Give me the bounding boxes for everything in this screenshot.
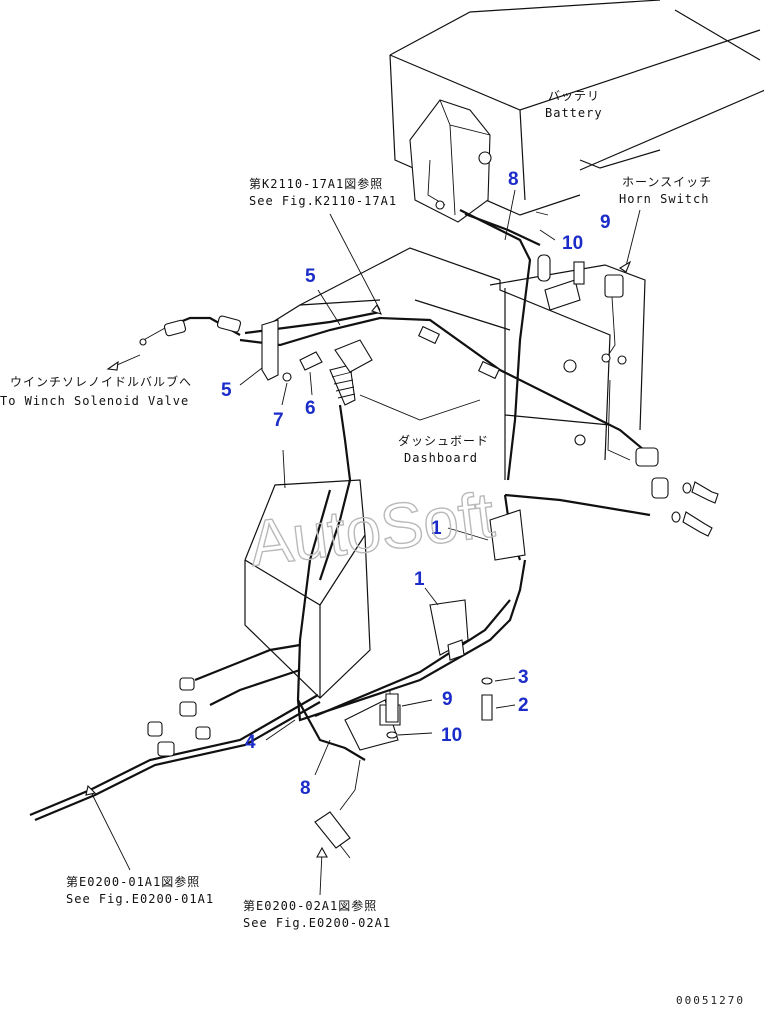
callout-8-top: 8 [508, 169, 519, 190]
callout-9-low: 9 [442, 689, 453, 710]
callout-10-low: 10 [441, 725, 462, 746]
lower-harness [296, 489, 527, 761]
drawing-code: 00051270 [676, 994, 745, 1007]
callout-8-low: 8 [300, 778, 311, 799]
ref-k2110-label-jp: 第K2110-17A1図参照 [249, 176, 383, 191]
callout-2: 2 [518, 695, 529, 716]
ref-e0200-01-label-jp: 第E0200-01A1図参照 [66, 874, 200, 889]
winch-lead [106, 315, 279, 381]
battery-box [389, 0, 764, 223]
callout-1-upper: 1 [431, 518, 442, 539]
controller-box [244, 449, 371, 699]
bolt-group-lower [385, 677, 493, 739]
winch-label-en: To Winch Solenoid Valve [0, 394, 189, 408]
bolt-right-lower [671, 511, 713, 537]
callout-10-top: 10 [562, 233, 583, 254]
ref-k2110-label-en: See Fig.K2110-17A1 [249, 194, 397, 208]
dashboard-label-en: Dashboard [404, 451, 478, 465]
dashboard-label-jp: ダッシュボード [398, 433, 489, 448]
corrugated-tube [318, 339, 373, 581]
callout-5-lower: 5 [221, 380, 232, 401]
horn-switch-label-jp: ホーンスイッチ [622, 175, 712, 189]
callout-3: 3 [518, 667, 529, 688]
horn-switch [601, 274, 631, 461]
callout-1-lower: 1 [414, 569, 425, 590]
winch-label-jp: ウインチソレノイドルバルブへ [10, 374, 192, 389]
callout-7: 7 [273, 410, 284, 431]
text-labels: バッテリ Battery ホーンスイッチ Horn Switch 第K2110-… [0, 89, 712, 930]
battery-label-jp: バッテリ [548, 89, 600, 103]
callout-numbers: 8 9 10 5 5 6 7 1 1 3 2 9 10 4 8 [221, 169, 611, 799]
horn-switch-label-en: Horn Switch [619, 192, 709, 206]
leader-lines [85, 189, 641, 896]
dashboard-panel [267, 247, 646, 480]
lower-left-leads [29, 643, 321, 822]
ref-e0200-02-label-jp: 第E0200-02A1図参照 [243, 898, 377, 913]
callout-4: 4 [245, 732, 256, 753]
watermark: AutoSoft [246, 478, 499, 579]
battery-label-en: Battery [545, 106, 603, 120]
callout-6: 6 [305, 398, 316, 419]
bolt-right-upper [682, 481, 719, 504]
callout-5-upper: 5 [305, 266, 316, 287]
center-bolt [282, 351, 323, 382]
callout-9-top: 9 [600, 212, 611, 233]
upper-harness [239, 209, 669, 517]
ref-e0200-02-label-en: See Fig.E0200-02A1 [243, 916, 391, 930]
ref-e0200-01-label-en: See Fig.E0200-01A1 [66, 892, 214, 906]
